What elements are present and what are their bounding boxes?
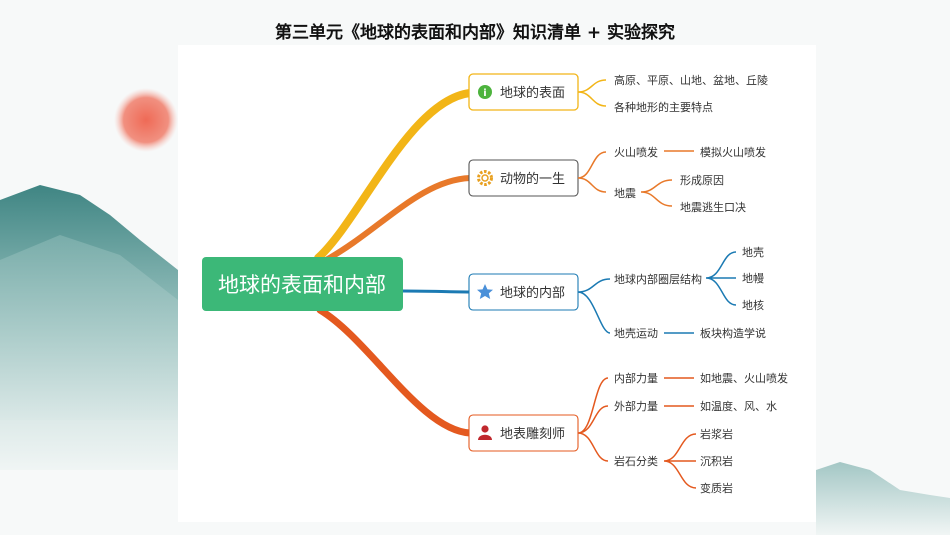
leaf-external-force: 外部力量 bbox=[614, 399, 658, 413]
branch-label: 地球的表面 bbox=[500, 85, 565, 101]
mountain-right bbox=[816, 462, 950, 535]
root-node[interactable]: 地球的表面和内部 bbox=[202, 257, 403, 311]
leaf-igneous: 岩浆岩 bbox=[700, 427, 733, 441]
branch-label: 动物的一生 bbox=[500, 171, 565, 187]
branch-node-animal[interactable]: 动物的一生 bbox=[468, 159, 579, 197]
info-icon bbox=[478, 85, 492, 99]
leaf-earthquake: 地震 bbox=[614, 187, 636, 200]
leaf-rock-types: 岩石分类 bbox=[614, 454, 658, 468]
leaf-crust: 地壳 bbox=[742, 245, 764, 259]
branch-connector-surface bbox=[314, 89, 474, 262]
branch-label: 地表雕刻师 bbox=[500, 427, 565, 442]
leaf-internal-examples: 如地震、火山喷发 bbox=[700, 371, 788, 385]
leaf-eq-escape: 地震逃生口决 bbox=[680, 200, 746, 214]
svg-text:i: i bbox=[483, 88, 486, 99]
root-label: 地球的表面和内部 bbox=[218, 273, 386, 297]
branch-node-inner[interactable]: 地球的内部 bbox=[468, 273, 579, 311]
branch-node-surface[interactable]: i 地球的表面 bbox=[468, 73, 579, 111]
leaf-landforms: 高原、平原、山地、盆地、丘陵 bbox=[614, 73, 768, 87]
sun-shape bbox=[114, 88, 178, 152]
mountain-left-2 bbox=[0, 235, 178, 470]
leaf-mantle: 地幔 bbox=[742, 272, 764, 285]
gear-icon bbox=[477, 170, 493, 186]
branch-node-sculptor[interactable]: 地表雕刻师 bbox=[468, 414, 579, 452]
leaf-layers: 地球内部圈层结构 bbox=[614, 272, 702, 286]
leaf-volcano: 火山喷发 bbox=[614, 145, 658, 159]
leaf-landform-features: 各种地形的主要特点 bbox=[614, 100, 713, 114]
branch-connector-inner bbox=[401, 289, 472, 294]
leaf-external-examples: 如温度、风、水 bbox=[700, 399, 777, 413]
branch-label: 地球的内部 bbox=[500, 285, 565, 301]
person-icon bbox=[478, 425, 492, 440]
page-title: 第三单元《地球的表面和内部》知识清单 + 实验探究 bbox=[274, 23, 676, 43]
branch-connector-animal bbox=[323, 175, 473, 263]
leaf-crust-movement: 地壳运动 bbox=[614, 326, 658, 340]
branch-connector-sculptor bbox=[316, 306, 474, 437]
leaf-plate-tectonics: 板块构造学说 bbox=[700, 326, 766, 340]
leaf-internal-force: 内部力量 bbox=[614, 371, 658, 385]
leaf-metamorphic: 变质岩 bbox=[700, 481, 733, 495]
leaf-sedimentary: 沉积岩 bbox=[700, 454, 733, 468]
star-icon bbox=[477, 284, 493, 299]
leaf-eq-cause: 形成原因 bbox=[680, 174, 724, 187]
leaf-volcano-sim: 模拟火山喷发 bbox=[700, 145, 766, 159]
leaf-core: 地核 bbox=[742, 298, 764, 312]
